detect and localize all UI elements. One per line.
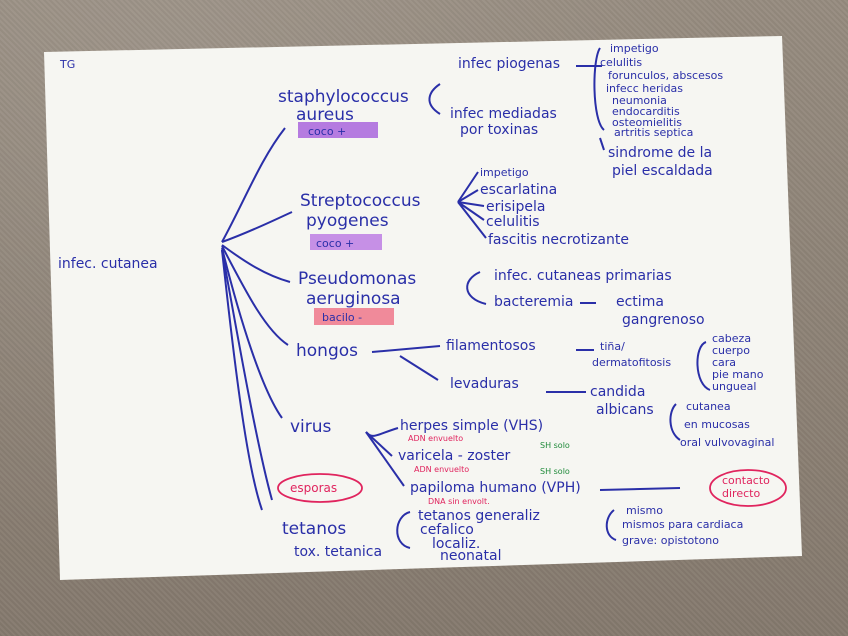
page-label: TG <box>59 58 75 71</box>
virus-herpes: herpes simple (VHS) <box>400 418 543 434</box>
pseudo-item-3b: gangrenoso <box>622 312 705 328</box>
hongos-name: hongos <box>296 341 358 361</box>
pseudo-name-1: Pseudomonas <box>298 269 416 289</box>
virus-herpes-note: ADN envuelto <box>408 434 463 443</box>
staph-b1-item-1: celulitis <box>600 56 642 69</box>
tetanos-note-2: mismos para cardiaca <box>622 518 743 531</box>
cand-part-0: cutanea <box>686 400 731 413</box>
strep-item-0: impetigo <box>480 166 529 179</box>
hongos-tina-2: dermatofitosis <box>592 356 671 369</box>
strep-item-1: escarlatina <box>480 182 557 198</box>
strep-item-2: erisipela <box>486 199 545 215</box>
staph-name-1: staphylococcus <box>278 87 409 107</box>
pseudo-tag: bacilo - <box>322 311 362 324</box>
tetanos-esporas: esporas <box>290 481 337 495</box>
hongos-albicans: albicans <box>596 402 654 418</box>
virus-contacto-2: directo <box>722 487 760 500</box>
strep-tag: coco + <box>316 237 354 250</box>
tetanos-note-3: grave: opistotono <box>622 534 719 547</box>
hongos-candida: candida <box>590 384 645 400</box>
paper-sheet <box>44 36 802 580</box>
pseudo-item-1: infec. cutaneas primarias <box>494 268 672 284</box>
strep-name-2: pyogenes <box>306 211 389 231</box>
staph-b2-line2: por toxinas <box>460 122 538 138</box>
pseudo-item-2: bacteremia <box>494 294 573 310</box>
hongos-filamentosos: filamentosos <box>446 338 536 354</box>
tetanos-sub: tox. tetanica <box>294 544 382 560</box>
cand-part-1: en mucosas <box>684 418 750 431</box>
staph-b2-line1: infec mediadas <box>450 106 557 122</box>
virus-vph: papiloma humano (VPH) <box>410 480 581 496</box>
strep-name-1: Streptococcus <box>300 191 421 211</box>
virus-vz-note: ADN envuelto <box>414 465 469 474</box>
virus-herpes-note2: SH solo <box>540 441 570 450</box>
staph-tag: coco + <box>308 125 346 138</box>
tina-part-4: ungueal <box>712 380 756 393</box>
virus-vph-note: DNA sin envolt. <box>428 497 490 506</box>
virus-vz: varicela - zoster <box>398 448 511 464</box>
tetanos-name: tetanos <box>282 519 346 539</box>
tetanos-item-4: neonatal <box>440 548 501 564</box>
staph-b1: infec piogenas <box>458 56 560 72</box>
tetanos-note-1: mismo <box>626 504 663 517</box>
hongos-tina-1: tiña/ <box>600 340 625 353</box>
virus-name: virus <box>290 417 332 437</box>
virus-vz-note2: SH solo <box>540 467 570 476</box>
staph-b1-item-0: impetigo <box>610 42 659 55</box>
staph-b2-item-1: sindrome de la <box>608 145 712 161</box>
pseudo-item-3a: ectima <box>616 294 664 310</box>
cand-part-2: oral vulvovaginal <box>680 436 774 449</box>
staph-name-2: aureus <box>296 105 354 125</box>
staph-b2-item-2: piel escaldada <box>612 163 713 179</box>
staph-b1-sub-3: artritis septica <box>614 126 693 139</box>
virus-contacto-1: contacto <box>722 474 770 487</box>
pseudo-name-2: aeruginosa <box>306 289 401 309</box>
staph-b1-item-2: forunculos, abscesos <box>608 69 723 82</box>
hongos-levaduras: levaduras <box>450 376 519 392</box>
strep-item-3: celulitis <box>486 214 540 230</box>
strep-item-4: fascitis necrotizante <box>488 232 629 248</box>
root-label: infec. cutanea <box>58 256 158 272</box>
